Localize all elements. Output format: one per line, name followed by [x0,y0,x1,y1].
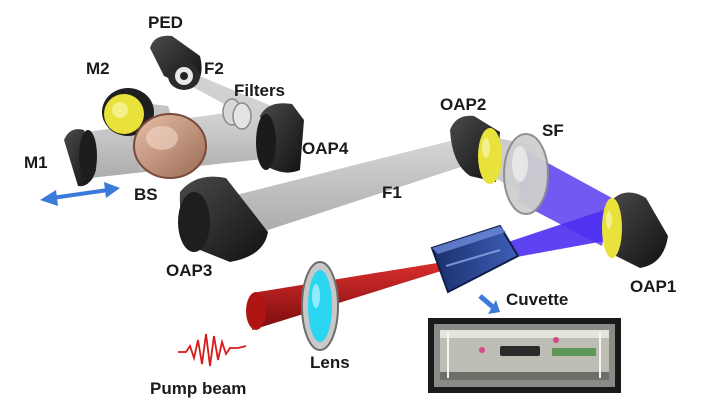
mirror-m1 [64,129,97,187]
pump-pulse-wave [178,333,247,367]
beam-oap3-oap2 [232,138,470,232]
label-oap1: OAP1 [630,277,676,296]
mirror-oap1 [602,192,668,268]
beam-oap4-f2 [180,72,276,118]
mirror-m2 [102,88,154,136]
mirror-oap4 [256,103,304,173]
label-lens: Lens [310,353,350,372]
m1-translation-arrow [40,182,120,206]
label-ped: PED [148,13,183,32]
mirror-oap3 [178,176,268,262]
sf-window [503,133,549,215]
label-oap2: OAP2 [440,95,486,114]
label-oap3: OAP3 [166,261,212,280]
label-filters: Filters [234,81,285,100]
mirror-oap2 [450,115,502,184]
label-m2: M2 [86,59,110,78]
beam-splitter [133,113,207,179]
cuvette [430,224,520,294]
lens [301,261,339,351]
label-f2: F2 [204,59,224,78]
cuvette-arrow [478,294,500,314]
label-cuvette: Cuvette [506,290,568,309]
label-bs: BS [134,185,158,204]
label-sf: SF [542,121,564,140]
cuvette-photo [428,318,621,393]
label-oap4: OAP4 [302,139,349,158]
label-pump-beam: Pump beam [150,379,246,398]
pump-beam-end [246,292,266,330]
ped-detector [150,35,202,90]
filters [222,98,252,130]
label-m1: M1 [24,153,48,172]
labels: PED F2 Filters M2 M1 BS OAP4 OAP3 OAP2 S… [24,13,676,398]
label-f1: F1 [382,183,402,202]
